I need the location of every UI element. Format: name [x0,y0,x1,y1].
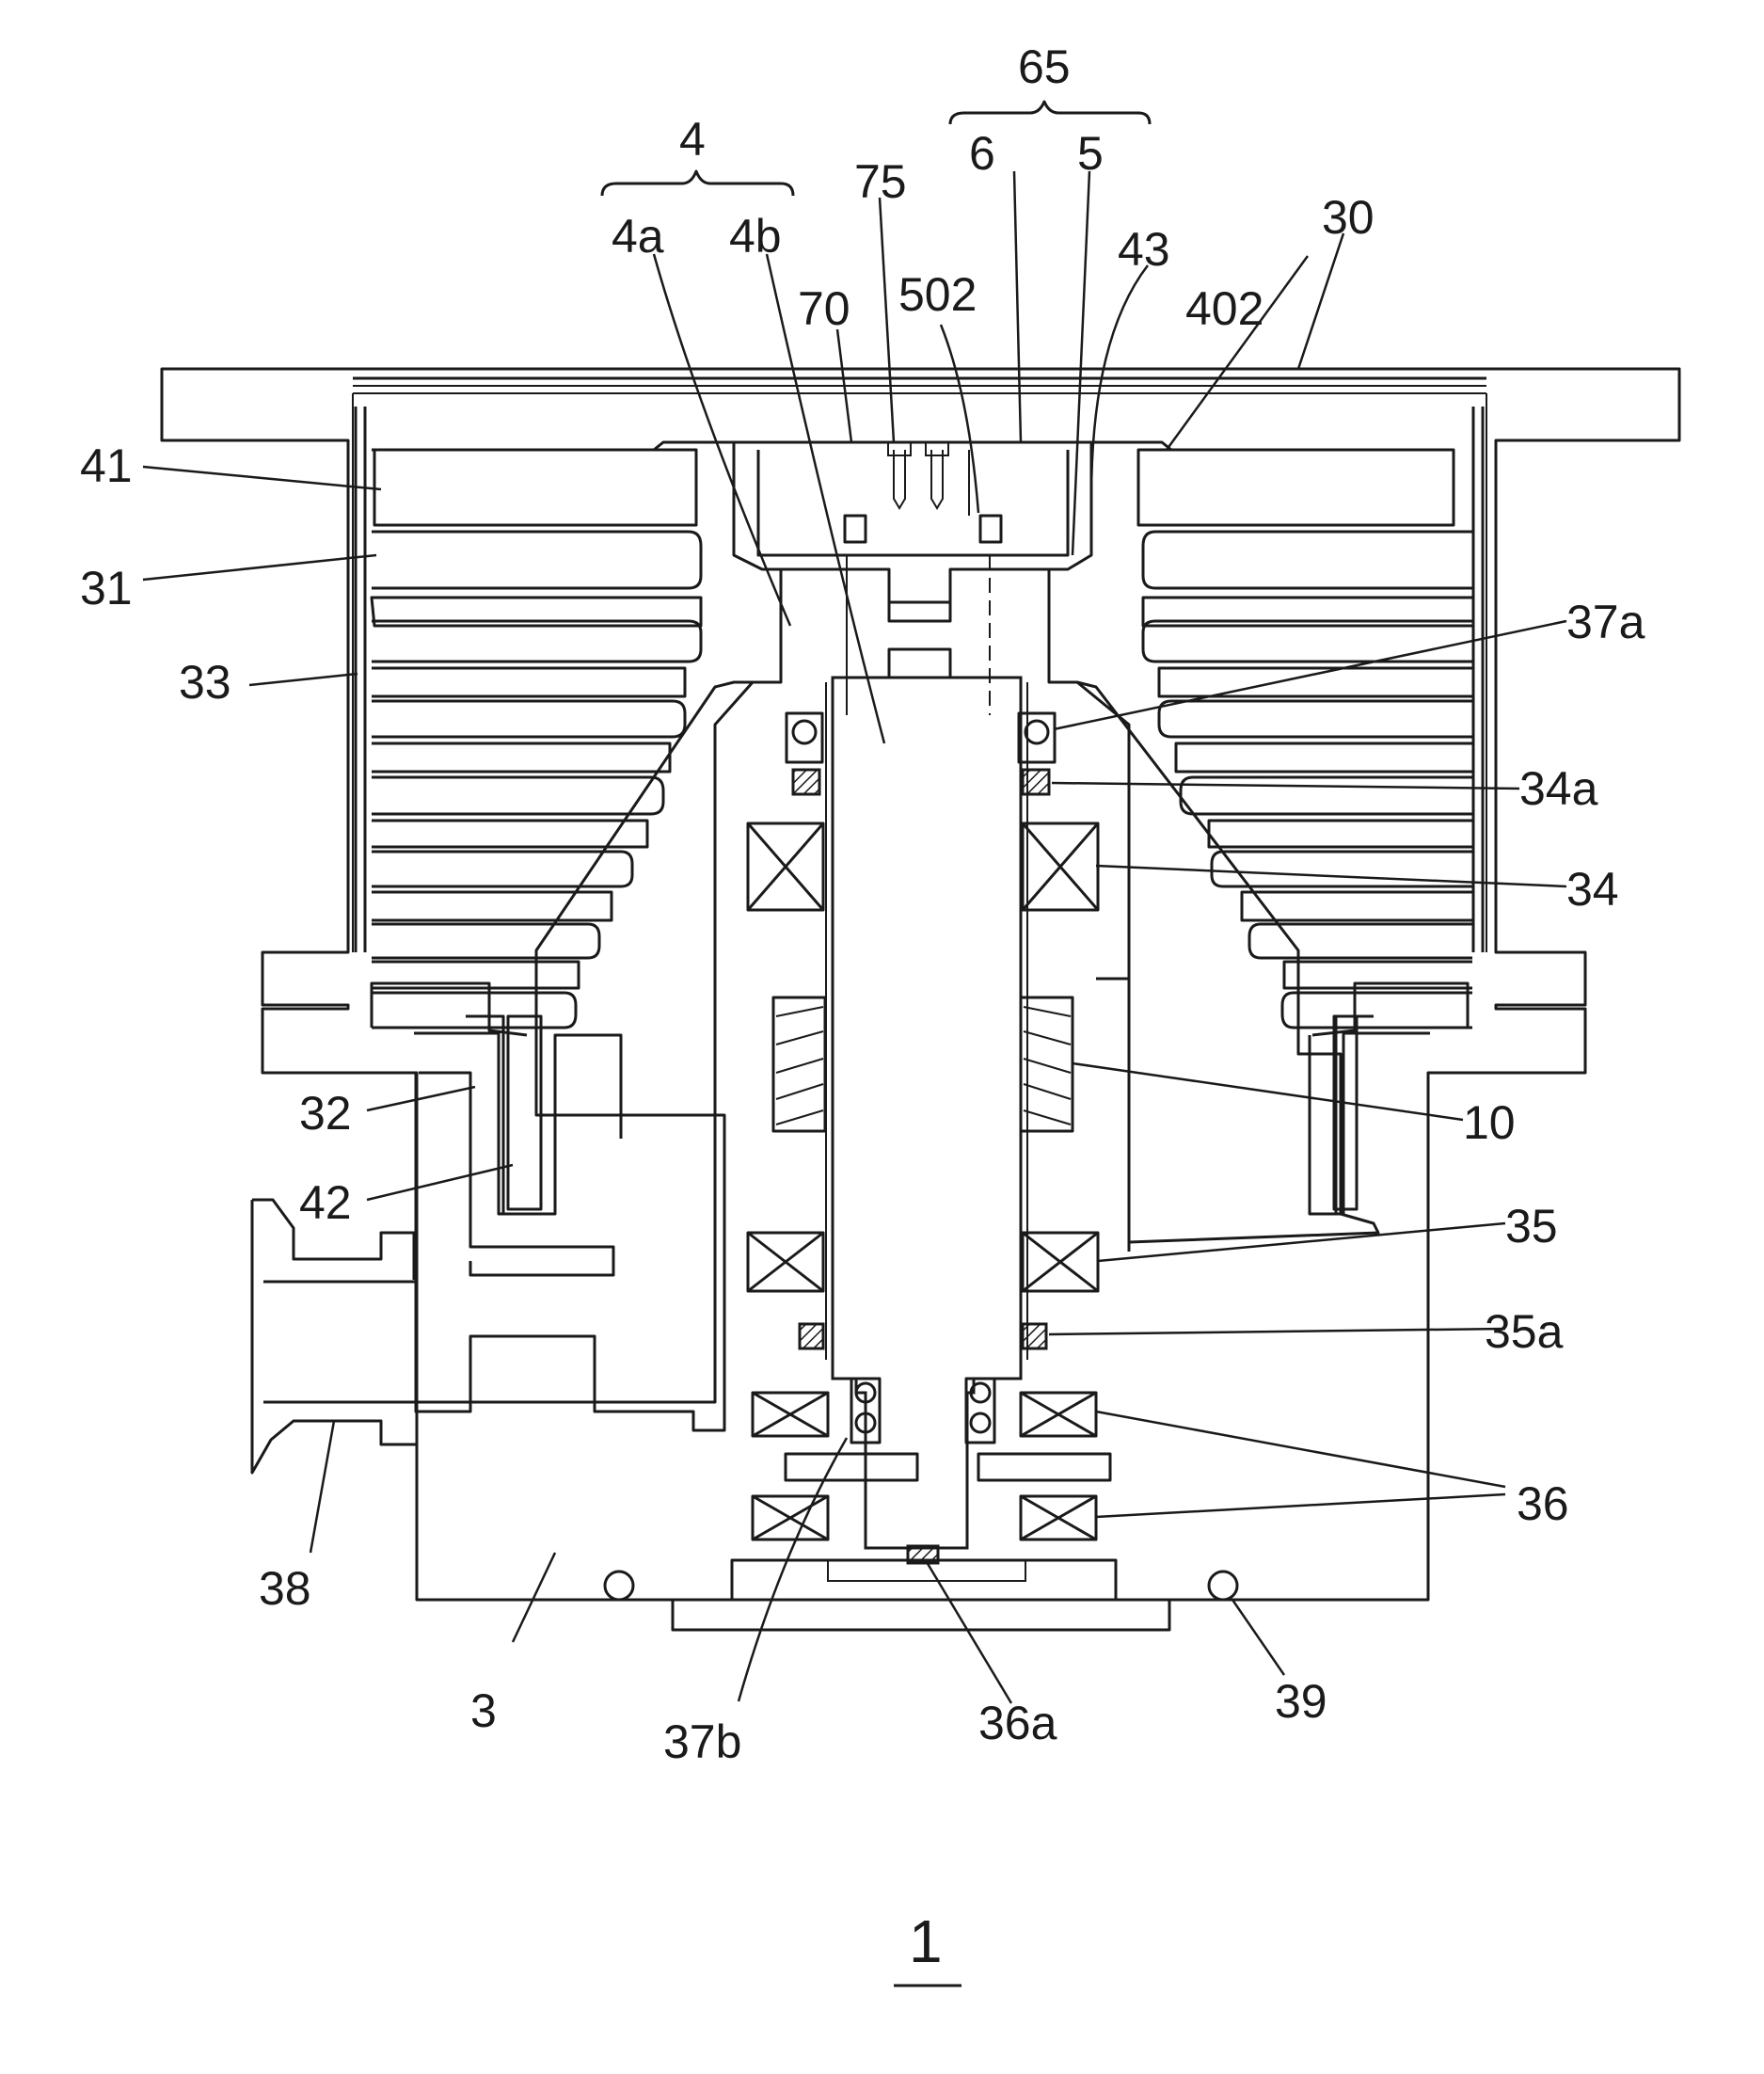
label-38: 38 [259,1562,311,1615]
label-36a: 36a [978,1697,1057,1749]
base-plate [605,1546,1237,1630]
label-75: 75 [854,155,907,208]
label-36: 36 [1517,1477,1569,1530]
label-43: 43 [1118,223,1170,276]
label-502: 502 [898,268,977,321]
figure-number-text: 1 [909,1907,943,1975]
label-32: 32 [299,1087,352,1140]
label-34a: 34a [1519,762,1598,815]
label-35: 35 [1505,1200,1558,1252]
label-4b: 4b [729,210,782,263]
label-39: 39 [1275,1675,1327,1728]
label-30: 30 [1322,191,1375,244]
label-10: 10 [1463,1096,1516,1149]
bracket-65 [950,102,1150,124]
bracket-4 [602,171,793,196]
drag-stage-right [1310,983,1468,1214]
label-5: 5 [1077,127,1104,180]
label-31: 31 [80,562,133,614]
rotor-shaft [826,555,1027,1548]
label-6: 6 [969,127,995,180]
rotor-blades-right [1138,450,1472,1028]
label-37a: 37a [1566,596,1645,648]
label-70: 70 [798,282,850,335]
label-34: 34 [1566,863,1619,916]
label-41: 41 [80,439,133,492]
label-37b: 37b [663,1715,741,1768]
label-35a: 35a [1485,1305,1564,1358]
label-4a: 4a [612,210,664,263]
rotor-blades-left [372,450,701,1028]
label-42: 42 [299,1176,352,1229]
figure-number: 1 [894,1907,961,1986]
label-33: 33 [179,656,231,709]
label-65: 65 [1018,40,1071,93]
label-3: 3 [470,1684,497,1737]
label-4: 4 [679,113,706,166]
label-402: 402 [1185,282,1263,335]
